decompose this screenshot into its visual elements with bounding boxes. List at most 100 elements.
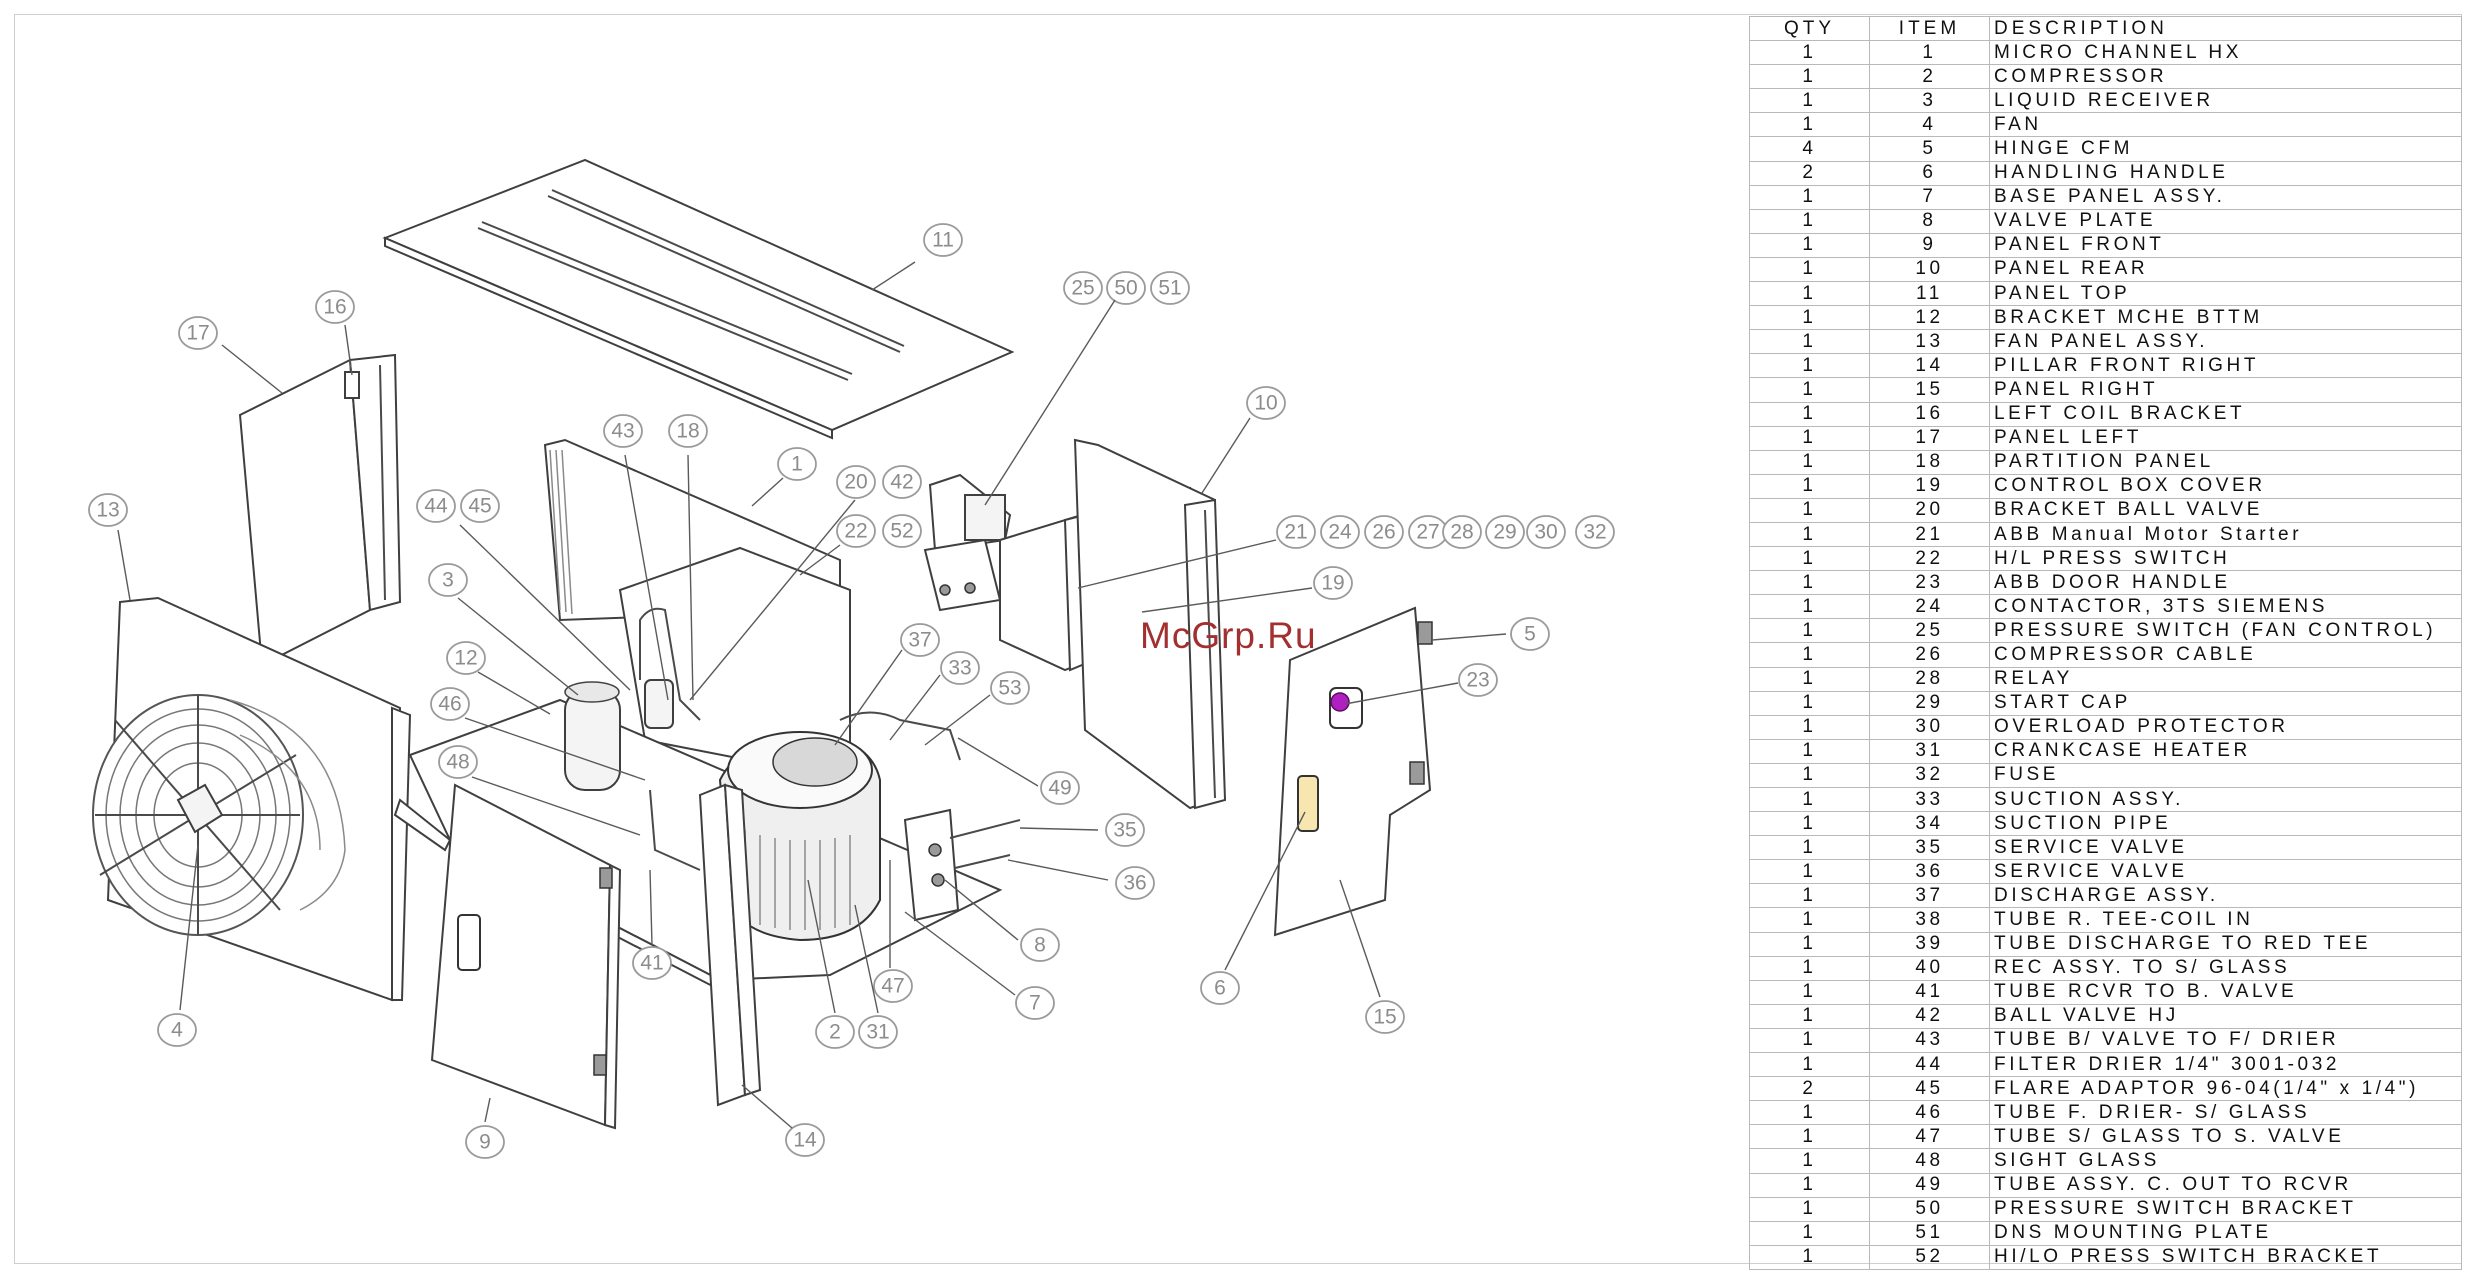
callout-label: 11 xyxy=(932,229,954,252)
bom-qty: 1 xyxy=(1749,546,1870,572)
bom-description: SERVICE VALVE xyxy=(1989,859,2462,885)
leader-line-12 xyxy=(477,671,551,715)
callout-1: 1 xyxy=(777,447,817,481)
bom-qty: 1 xyxy=(1749,329,1870,355)
callout-3: 3 xyxy=(428,563,468,597)
bom-qty: 1 xyxy=(1749,88,1870,114)
bom-item: 5 xyxy=(1869,136,1990,162)
callout-36: 36 xyxy=(1115,866,1155,900)
callout-49: 49 xyxy=(1040,771,1080,805)
bom-qty: 1 xyxy=(1749,184,1870,210)
bom-item: 2 xyxy=(1869,64,1990,90)
callout-label: 17 xyxy=(186,322,209,345)
liquid-receiver xyxy=(564,681,621,791)
bom-description: PARTITION PANEL xyxy=(1989,449,2462,475)
bom-item: 20 xyxy=(1869,497,1990,523)
bom-qty: 1 xyxy=(1749,377,1870,403)
bom-description: BRACKET BALL VALVE xyxy=(1989,497,2462,523)
bom-qty: 1 xyxy=(1749,1052,1870,1078)
callout-label: 18 xyxy=(676,420,699,443)
bom-description: PANEL LEFT xyxy=(1989,425,2462,451)
callout-5: 5 xyxy=(1510,617,1550,651)
callout-label: 27 xyxy=(1416,521,1439,544)
bom-qty: 1 xyxy=(1749,642,1870,668)
panel-top xyxy=(382,158,1015,440)
leader-line-23 xyxy=(1344,682,1459,705)
bom-item: 22 xyxy=(1869,546,1990,572)
callout-label: 51 xyxy=(1158,277,1181,300)
bom-description: PRESSURE SWITCH (FAN CONTROL) xyxy=(1989,618,2462,644)
bom-qty: 1 xyxy=(1749,1172,1870,1198)
bom-item: 52 xyxy=(1869,1244,1990,1270)
bom-item: 10 xyxy=(1869,256,1990,283)
leader-line-37 xyxy=(834,649,903,746)
bom-item: 7 xyxy=(1869,184,1990,210)
callout-27: 27 xyxy=(1408,515,1448,549)
callout-43: 43 xyxy=(603,414,643,448)
bom-qty: 1 xyxy=(1749,232,1870,258)
leader-line-1 xyxy=(751,477,784,507)
bom-description: LIQUID RECEIVER xyxy=(1989,88,2462,114)
bom-qty: 1 xyxy=(1749,521,1870,548)
bom-description: ABB DOOR HANDLE xyxy=(1989,570,2462,596)
bom-qty: 1 xyxy=(1749,762,1870,789)
callout-label: 10 xyxy=(1254,392,1277,415)
bom-qty: 1 xyxy=(1749,835,1870,861)
bom-item: 36 xyxy=(1869,859,1990,885)
bom-header-item: ITEM xyxy=(1869,15,1990,42)
bom-description: HI/LO PRESS SWITCH BRACKET xyxy=(1989,1244,2462,1270)
bom-item: 13 xyxy=(1869,329,1990,355)
bom-description: TUBE S/ GLASS TO S. VALVE xyxy=(1989,1124,2462,1150)
bom-qty: 1 xyxy=(1749,955,1870,981)
leader-line-11 xyxy=(871,261,916,291)
bom-qty: 1 xyxy=(1749,859,1870,885)
callout-6: 6 xyxy=(1200,971,1240,1005)
callout-label: 22 xyxy=(844,520,867,543)
bom-item: 18 xyxy=(1869,449,1990,475)
bom-description: MICRO CHANNEL HX xyxy=(1989,40,2462,66)
callout-15: 15 xyxy=(1365,1000,1405,1034)
callout-label: 14 xyxy=(793,1129,817,1152)
callout-label: 2 xyxy=(829,1021,841,1044)
bom-qty: 1 xyxy=(1749,449,1870,475)
bom-item: 43 xyxy=(1869,1027,1990,1054)
bom-description: CONTACTOR, 3TS SIEMENS xyxy=(1989,594,2462,620)
callout-label: 35 xyxy=(1113,819,1136,842)
leader-line-9 xyxy=(484,1097,491,1123)
bom-item: 48 xyxy=(1869,1148,1990,1174)
bom-description: HANDLING HANDLE xyxy=(1989,160,2462,186)
leader-line-2 xyxy=(807,879,836,1014)
callout-11: 11 xyxy=(923,223,963,257)
bom-description: PANEL FRONT xyxy=(1989,232,2462,258)
bom-item: 33 xyxy=(1869,786,1990,813)
watermark: McGrp.Ru xyxy=(1140,615,1317,656)
bom-description: START CAP xyxy=(1989,690,2462,716)
bom-description: PANEL REAR xyxy=(1989,256,2462,283)
callout-label: 30 xyxy=(1534,521,1557,544)
callout-label: 36 xyxy=(1123,872,1146,895)
bom-qty: 1 xyxy=(1749,883,1870,909)
bom-qty: 2 xyxy=(1749,160,1870,186)
callout-label: 25 xyxy=(1071,277,1094,300)
bom-qty: 1 xyxy=(1749,666,1870,692)
bom-description: DNS MOUNTING PLATE xyxy=(1989,1220,2462,1246)
bom-qty: 1 xyxy=(1749,714,1870,740)
leader-line-15 xyxy=(1339,879,1381,998)
compressor xyxy=(718,731,881,942)
bom-qty: 1 xyxy=(1749,1003,1870,1029)
callout-19: 19 xyxy=(1313,566,1353,600)
